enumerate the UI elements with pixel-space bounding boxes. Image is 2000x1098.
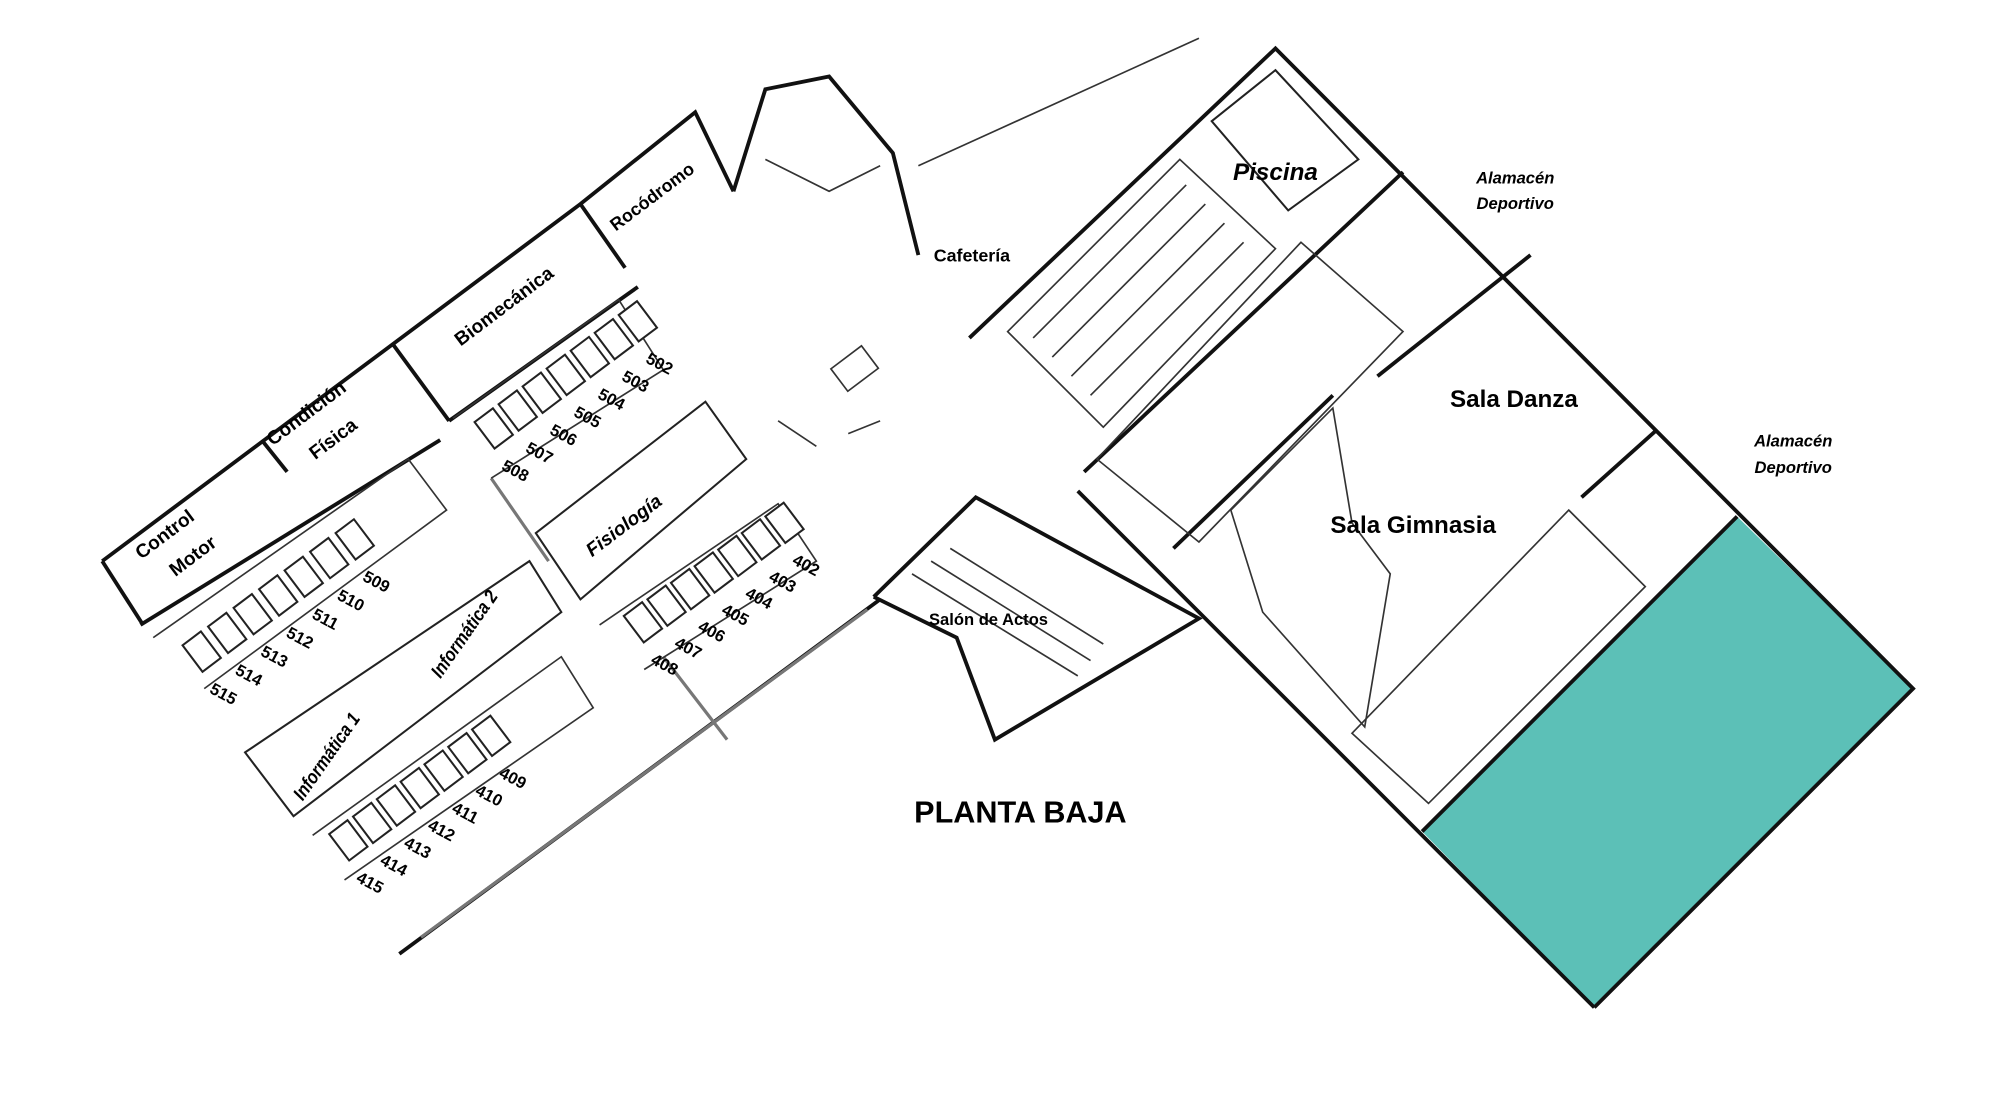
office-number: 507 xyxy=(523,438,556,468)
label-piscina: Piscina xyxy=(1233,159,1318,186)
office-cell[interactable] xyxy=(470,714,512,758)
office-cell[interactable] xyxy=(545,353,587,397)
office-cell[interactable] xyxy=(645,584,688,628)
office-number: 414 xyxy=(377,850,411,880)
office-number: 415 xyxy=(353,868,386,898)
office-cell[interactable] xyxy=(375,783,417,828)
office-cell[interactable] xyxy=(423,749,465,793)
office-cell[interactable] xyxy=(283,555,325,599)
office-cell[interactable] xyxy=(716,534,758,578)
office-number: 505 xyxy=(571,402,604,432)
office-cell[interactable] xyxy=(622,600,664,644)
office-cell[interactable] xyxy=(569,335,611,379)
office-number: 403 xyxy=(766,567,799,597)
office-cell[interactable] xyxy=(308,536,350,580)
office-cell[interactable] xyxy=(763,501,806,545)
office-cell[interactable] xyxy=(351,801,393,845)
office-cell[interactable] xyxy=(232,592,274,636)
office-cell[interactable] xyxy=(740,517,782,561)
office-cell[interactable] xyxy=(497,389,539,433)
label-almacen-2-line1: Alamacén xyxy=(1753,431,1832,450)
office-number: 514 xyxy=(232,660,266,690)
office-number: 411 xyxy=(449,798,482,827)
label-almacen-2-line2: Deportivo xyxy=(1755,458,1832,477)
office-number: 508 xyxy=(499,456,532,486)
office-cell[interactable] xyxy=(593,317,635,361)
office-cell[interactable] xyxy=(617,299,659,343)
office-number: 502 xyxy=(643,349,676,379)
left-wing-walls xyxy=(100,109,882,956)
label-almacen-1-line1: Alamacén xyxy=(1475,169,1554,188)
office-cell[interactable] xyxy=(181,630,223,674)
office-cell[interactable] xyxy=(693,550,735,595)
office-cell[interactable] xyxy=(206,611,248,655)
office-cell[interactable] xyxy=(334,517,376,561)
office-cell[interactable] xyxy=(473,406,515,451)
label-condicion-fisica-2: Física xyxy=(306,414,362,464)
label-biomecanica: Biomecánica xyxy=(451,263,558,351)
office-cell[interactable] xyxy=(327,818,369,862)
office-cell[interactable] xyxy=(521,371,563,415)
office-cell[interactable] xyxy=(399,766,441,810)
office-cell[interactable] xyxy=(257,573,299,618)
highlighted-area[interactable] xyxy=(1422,516,1914,1008)
label-salon-actos: Salón de Actos xyxy=(929,610,1048,629)
label-rocodromo: Rocódromo xyxy=(606,159,698,235)
office-number: 410 xyxy=(472,781,505,811)
office-number: 511 xyxy=(309,605,342,634)
label-cafeteria: Cafetería xyxy=(934,245,1011,265)
office-cell[interactable] xyxy=(669,567,711,611)
office-number: 503 xyxy=(619,367,652,397)
label-sala-gimnasia: Sala Gimnasia xyxy=(1330,512,1496,539)
right-wing-walls xyxy=(968,45,1916,1009)
floor-title: PLANTA BAJA xyxy=(914,796,1126,830)
office-cell[interactable] xyxy=(446,731,488,775)
office-number: 406 xyxy=(695,617,728,647)
office-number: 409 xyxy=(496,763,529,793)
label-sala-danza: Sala Danza xyxy=(1450,386,1578,413)
center-walls xyxy=(731,37,1203,743)
office-number: 407 xyxy=(672,633,705,663)
office-number: 404 xyxy=(742,583,776,613)
label-almacen-1-line2: Deportivo xyxy=(1477,194,1554,213)
